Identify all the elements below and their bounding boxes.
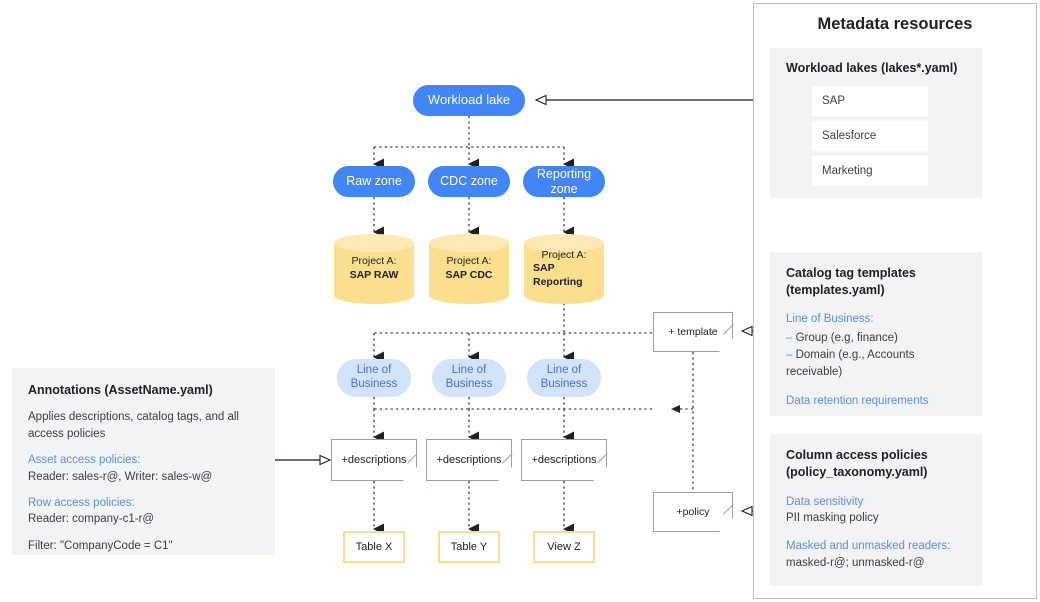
data-sensitivity-value: PII masking policy	[786, 512, 879, 525]
project-raw-line2: SAP RAW	[349, 269, 399, 281]
project-cdc-line2: SAP CDC	[445, 269, 493, 281]
table-y-label: Table Y	[450, 541, 488, 553]
cylinder-label: Project A: SAP Reporting	[524, 234, 604, 304]
lake-item-sap-label: SAP	[822, 95, 846, 107]
workload-lakes-title: Workload lakes (lakes*.yaml)	[786, 61, 958, 75]
lake-item-salesforce[interactable]: Salesforce	[812, 121, 928, 151]
zone-cdc-label: CDC zone	[440, 174, 498, 189]
column-policies-title-line2: (policy_taxonomy.yaml)	[786, 464, 928, 479]
row-access-heading: Row access policies:	[28, 496, 135, 509]
catalog-templates-title-line1: Catalog tag templates	[786, 266, 916, 280]
cylinder-top	[334, 234, 414, 252]
lob-label-1: Line of Business	[350, 364, 398, 390]
catalog-lob-heading: Line of Business:	[786, 312, 874, 325]
cylinder-label: Project A: SAP CDC	[429, 234, 509, 304]
column-access-policies-section: Column access policies (policy_taxonomy.…	[770, 434, 982, 586]
note-fold-line	[723, 324, 744, 345]
project-raw-line1: Project A:	[351, 255, 397, 268]
data-sensitivity-heading: Data sensitivity	[786, 495, 864, 508]
row-access-value: Reader: company-c1-r@	[28, 513, 155, 526]
catalog-tag-templates-section: Catalog tag templates (templates.yaml) L…	[770, 252, 982, 416]
bullet-dash-icon: –	[786, 349, 796, 362]
node-view-z[interactable]: View Z	[533, 531, 595, 563]
metadata-resources-title: Metadata resources	[817, 15, 973, 33]
annotations-panel: Annotations (AssetName.yaml) Applies des…	[12, 368, 275, 555]
project-rep-line1: Project A:	[541, 248, 587, 261]
catalog-templates-title-line2: (templates.yaml)	[786, 282, 885, 297]
lake-item-marketing[interactable]: Marketing	[812, 156, 928, 186]
lob-label-2: Line of Business	[445, 364, 493, 390]
asset-access-value: Reader: sales-r@, Writer: sales-w@	[28, 470, 213, 483]
annotations-subtitle: Applies descriptions, catalog tags, and …	[28, 410, 239, 440]
catalog-bullet-2-label: Domain (e.g., Accounts receivable)	[786, 349, 915, 378]
lob-label-3: Line of Business	[540, 364, 588, 390]
note-descriptions-2[interactable]: +descriptions	[426, 439, 523, 481]
note-fold-line	[723, 504, 744, 525]
cylinder-project-sap-reporting[interactable]: Project A: SAP Reporting	[524, 234, 604, 304]
cylinder-label: Project A: SAP RAW	[334, 234, 414, 304]
cylinder-project-sap-cdc[interactable]: Project A: SAP CDC	[429, 234, 509, 304]
data-retention-requirements: Data retention requirements	[786, 395, 929, 408]
note-fold-line	[597, 453, 618, 474]
note-add-template[interactable]: + template	[653, 312, 744, 352]
zone-raw-label: Raw zone	[346, 174, 402, 189]
asset-access-heading: Asset access policies:	[28, 454, 141, 467]
view-z-label: View Z	[547, 541, 581, 553]
node-workload-lake[interactable]: Workload lake	[413, 85, 525, 116]
node-table-x[interactable]: Table X	[343, 531, 405, 563]
masked-readers-value: masked-r@; unmasked-r@	[786, 556, 925, 569]
node-line-of-business-1[interactable]: Line of Business	[337, 359, 411, 397]
note-add-policy[interactable]: +policy	[653, 492, 744, 532]
node-zone-raw[interactable]: Raw zone	[333, 166, 415, 197]
node-zone-reporting[interactable]: Reporting zone	[523, 166, 605, 197]
lake-item-marketing-label: Marketing	[822, 165, 873, 177]
catalog-bullet-2: – Domain (e.g., Accounts receivable)	[786, 347, 966, 380]
catalog-bullet-1-label: Group (e.g, finance)	[795, 332, 898, 345]
node-zone-cdc[interactable]: CDC zone	[428, 166, 510, 197]
node-line-of-business-2[interactable]: Line of Business	[432, 359, 506, 397]
descriptions-label-1: +descriptions	[341, 454, 407, 466]
descriptions-label-3: +descriptions	[531, 454, 597, 466]
note-fold-line	[407, 453, 428, 474]
node-line-of-business-3[interactable]: Line of Business	[527, 359, 601, 397]
project-cdc-line1: Project A:	[446, 255, 492, 268]
lake-item-salesforce-label: Salesforce	[822, 130, 877, 142]
catalog-bullet-1: – Group (e.g, finance)	[786, 330, 966, 347]
masked-readers-heading: Masked and unmasked readers:	[786, 540, 951, 553]
bullet-dash-icon: –	[786, 332, 796, 345]
table-x-label: Table X	[355, 541, 393, 553]
cylinder-top	[429, 234, 509, 252]
note-descriptions-1[interactable]: +descriptions	[331, 439, 428, 481]
lake-item-sap[interactable]: SAP	[812, 86, 928, 116]
cylinder-top	[524, 234, 604, 252]
zone-reporting-label: Reporting zone	[536, 167, 592, 196]
add-template-label: + template	[668, 326, 718, 338]
annotations-title: Annotations (AssetName.yaml)	[28, 383, 213, 397]
filter-value: Filter: "CompanyCode = C1"	[28, 539, 173, 552]
node-table-y[interactable]: Table Y	[438, 531, 500, 563]
note-descriptions-3[interactable]: +descriptions	[521, 439, 618, 481]
add-policy-label: +policy	[676, 506, 710, 518]
column-policies-title-line1: Column access policies	[786, 448, 928, 462]
note-fold-line	[502, 453, 523, 474]
workload-lake-label: Workload lake	[427, 92, 511, 108]
cylinder-project-sap-raw[interactable]: Project A: SAP RAW	[334, 234, 414, 304]
descriptions-label-2: +descriptions	[436, 454, 502, 466]
project-rep-line2: SAP Reporting	[533, 262, 583, 288]
